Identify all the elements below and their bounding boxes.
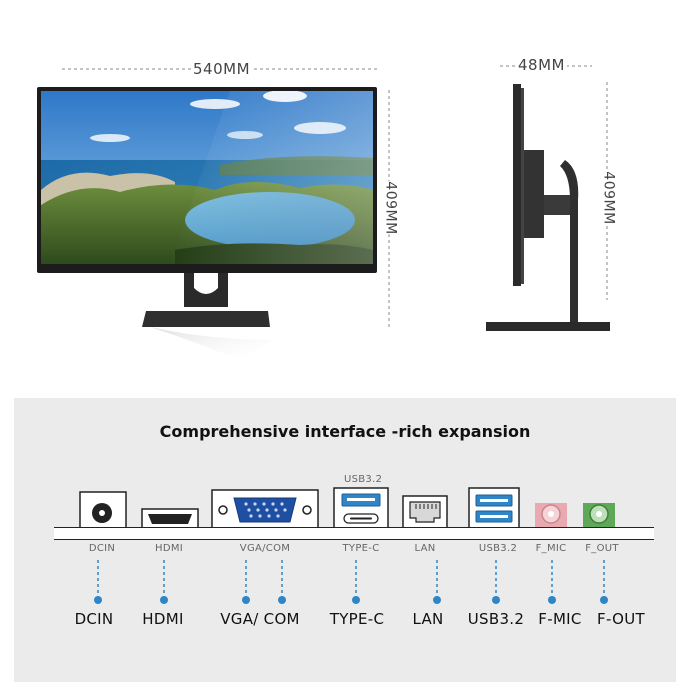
audio-out-port-icon [583, 503, 615, 529]
port-label-lan: LAN [412, 610, 444, 628]
leader-dots [94, 596, 608, 604]
depth-dimension-label: 48MM [516, 56, 567, 74]
port-label-fmic: F-MIC [538, 610, 582, 628]
port-small-label-usb32: USB3.2 [478, 543, 518, 554]
port-small-label-hdmi: HDMI [155, 543, 183, 554]
mic-port-icon [535, 503, 567, 529]
panel-title: Comprehensive interface -rich expansion [159, 422, 531, 441]
io-strip [54, 527, 654, 540]
lan-port-icon [402, 495, 448, 530]
dcin-port-icon [79, 491, 127, 530]
width-dimension-label: 540MM [191, 60, 253, 78]
port-small-label-lan: LAN [414, 543, 436, 554]
hdmi-port-icon [141, 508, 199, 530]
usb-typec-port-icon [333, 487, 389, 530]
port-label-usb32: USB3.2 [467, 610, 525, 628]
port-label-dcin: DCIN [74, 610, 114, 628]
port-small-label-fout: F_OUT [585, 543, 619, 554]
monitor-front-illustration [37, 65, 610, 360]
leader-lines [97, 560, 605, 598]
port-small-label-typec: TYPE-C [342, 543, 380, 554]
usb-typec-top-label: USB3.2 [344, 474, 383, 485]
port-small-label-dcin: DCIN [88, 543, 116, 554]
port-icons [79, 487, 615, 604]
port-small-label-fmic: F_MIC [535, 543, 567, 554]
port-small-label-vga-com: VGA/COM [239, 543, 291, 554]
port-label-typec: TYPE-C [329, 610, 385, 628]
port-label-vga-com: VGA/ COM [220, 610, 300, 628]
port-label-hdmi: HDMI [142, 610, 184, 628]
vga-port-icon [211, 489, 319, 530]
height-dimension-label-side: 409MM [600, 171, 617, 225]
port-label-fout: F-OUT [597, 610, 645, 628]
usb32-dual-port-icon [468, 487, 520, 530]
interface-panel: Comprehensive interface -rich expansion … [14, 398, 676, 682]
height-dimension-label-front: 409MM [382, 181, 399, 235]
